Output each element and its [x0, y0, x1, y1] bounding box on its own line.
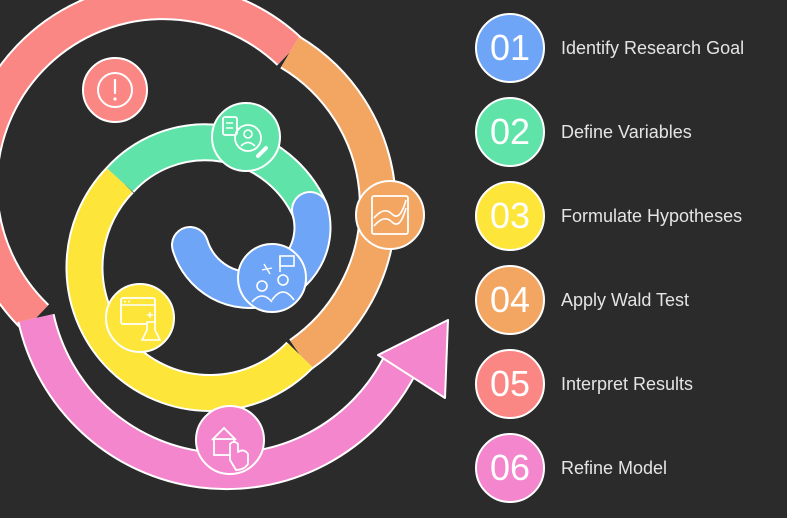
step-number-badge: 01 — [475, 13, 545, 83]
step-item: 05 Interpret Results — [475, 347, 787, 421]
step-item: 03 Formulate Hypotheses — [475, 179, 787, 253]
step-label: Define Variables — [561, 121, 692, 142]
step-number-badge: 05 — [475, 349, 545, 419]
step-number-badge: 02 — [475, 97, 545, 167]
arrow-head — [377, 319, 449, 399]
spiral-diagram — [0, 0, 449, 491]
browser-lab-icon — [105, 283, 175, 353]
interpret-icon — [237, 243, 307, 313]
step-label: Identify Research Goal — [561, 37, 745, 58]
step-list: 01 Identify Research Goal 02 Define Vari… — [470, 0, 787, 518]
step-item: 06 Refine Model — [475, 431, 787, 505]
step-label: Refine Model — [561, 457, 668, 478]
step-number-badge: 06 — [475, 433, 545, 503]
step-label: Interpret Results — [561, 373, 694, 394]
step-number-badge: 04 — [475, 265, 545, 335]
step-item: 02 Define Variables — [475, 95, 787, 169]
alert-icon — [82, 57, 148, 123]
hand-tap-icon — [195, 405, 265, 475]
line-chart-icon — [355, 180, 425, 250]
step-number-badge: 03 — [475, 181, 545, 251]
step-label: Apply Wald Test — [561, 289, 690, 310]
step-item: 04 Apply Wald Test — [475, 263, 787, 337]
step-label: Formulate Hypotheses — [561, 205, 743, 226]
step-item: 01 Identify Research Goal — [475, 11, 787, 85]
user-profile-icon — [211, 102, 281, 172]
